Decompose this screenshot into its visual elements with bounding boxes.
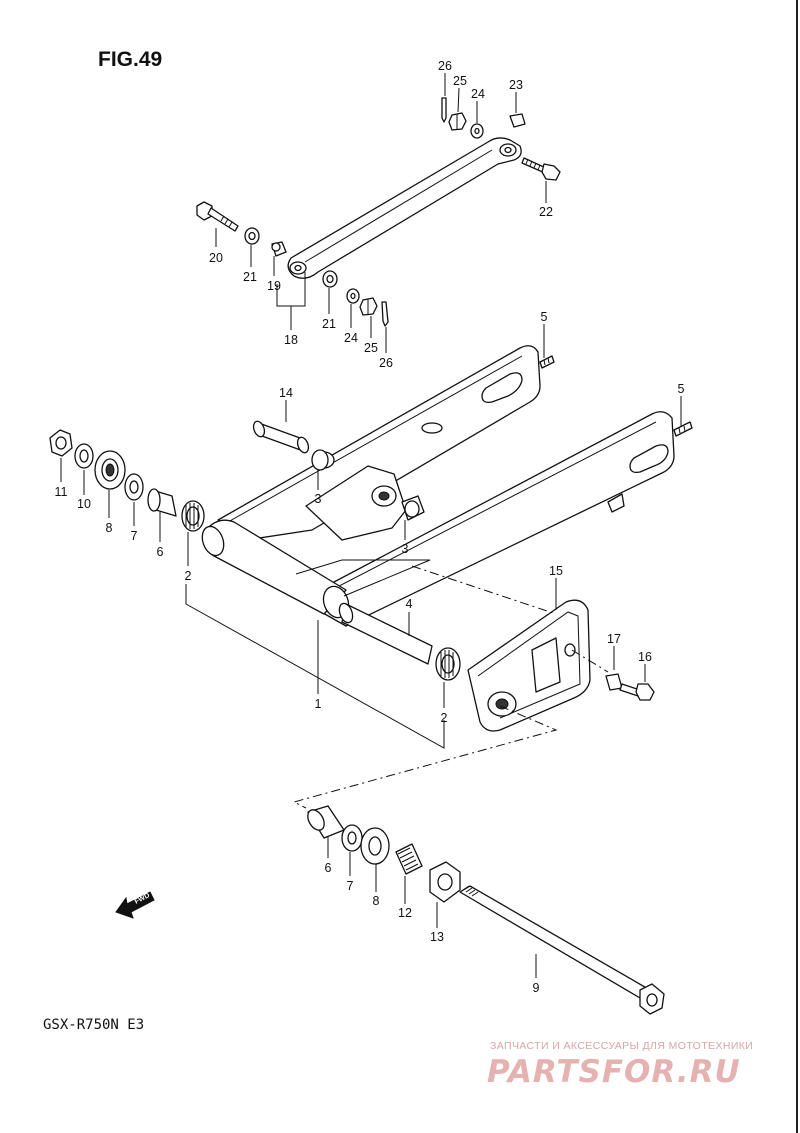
callout-24: 24 xyxy=(344,331,358,345)
bush-21-right xyxy=(322,270,338,288)
bolt-16 xyxy=(619,683,655,701)
callout-18: 18 xyxy=(284,333,298,347)
washer-7-left xyxy=(124,473,144,501)
callout-25: 25 xyxy=(453,74,467,88)
model-code: GSX-R750N E3 xyxy=(43,1017,144,1033)
callout-22: 22 xyxy=(539,205,553,219)
callout-10: 10 xyxy=(77,497,91,511)
cotter-pin-lower xyxy=(381,301,389,327)
chain-buffer-15 xyxy=(467,599,591,732)
nut-11 xyxy=(49,429,73,457)
spacer-12 xyxy=(395,843,423,875)
callout-16: 16 xyxy=(638,650,652,664)
callout-4: 4 xyxy=(406,597,413,611)
callout-5: 5 xyxy=(678,382,685,396)
callout-5: 5 xyxy=(541,310,548,324)
bolt-20 xyxy=(196,201,239,232)
callout-21: 21 xyxy=(243,270,257,284)
bolt-22 xyxy=(521,157,561,181)
figure-title: FIG.49 xyxy=(98,48,162,71)
callout-6: 6 xyxy=(325,861,332,875)
castle-nut-lower xyxy=(359,297,378,316)
callout-21: 21 xyxy=(322,317,336,331)
callout-11: 11 xyxy=(55,485,68,499)
callout-2: 2 xyxy=(441,711,448,725)
callout-9: 9 xyxy=(533,981,540,995)
leader-lines xyxy=(60,73,682,978)
washer-lower xyxy=(346,288,360,304)
callout-7: 7 xyxy=(347,879,354,893)
callout-2: 2 xyxy=(185,569,192,583)
nut-13 xyxy=(429,861,461,903)
callout-13: 13 xyxy=(430,930,444,944)
callout-7: 7 xyxy=(131,529,138,543)
bearing-2-right xyxy=(435,647,461,681)
collar-14 xyxy=(252,420,310,454)
callout-17: 17 xyxy=(607,632,621,646)
washer-10-left xyxy=(74,443,94,469)
swingarm-1 xyxy=(201,345,693,627)
callout-1: 1 xyxy=(315,697,322,711)
callout-8: 8 xyxy=(106,521,113,535)
callout-3: 3 xyxy=(315,492,322,506)
bush-19 xyxy=(271,241,287,257)
spacer-6-left xyxy=(147,488,177,517)
callout-26: 26 xyxy=(438,59,452,73)
bearing-2-left xyxy=(181,500,205,532)
assembly-dash-lines xyxy=(292,565,609,809)
callout-3: 3 xyxy=(402,542,409,556)
callout-labels: 26 25 24 23 22 20 21 19 18 21 24 25 26 5… xyxy=(55,59,685,995)
washer-top xyxy=(470,123,484,139)
watermark-tagline: ЗАПЧАСТИ И АКСЕССУАРЫ ДЛЯ МОТОТЕХНИКИ xyxy=(490,1040,753,1052)
callout-25: 25 xyxy=(364,341,378,355)
cap-8-right xyxy=(360,827,390,865)
collar-4 xyxy=(338,602,433,665)
callout-12: 12 xyxy=(398,906,412,920)
callout-20: 20 xyxy=(209,251,223,265)
callout-19: 19 xyxy=(267,279,281,293)
bearing-3-lower xyxy=(401,495,425,521)
washer-7-right xyxy=(341,824,363,852)
cotter-pin-top xyxy=(441,97,447,123)
callout-6: 6 xyxy=(157,545,164,559)
bush-21-left xyxy=(244,227,260,245)
castle-nut-top xyxy=(448,112,467,131)
bearing-3-upper xyxy=(311,449,329,471)
callout-26: 26 xyxy=(379,356,393,370)
cushion-rod xyxy=(287,137,522,279)
callout-14: 14 xyxy=(279,386,293,400)
watermark-logo: PARTSFOR.RU xyxy=(487,1054,741,1090)
cap-8-left xyxy=(94,450,126,490)
bush-23 xyxy=(509,113,526,128)
callout-24: 24 xyxy=(471,87,485,101)
pivot-shaft-9 xyxy=(459,885,665,1015)
callout-8: 8 xyxy=(373,894,380,908)
callout-15: 15 xyxy=(549,564,563,578)
callout-23: 23 xyxy=(509,78,523,92)
